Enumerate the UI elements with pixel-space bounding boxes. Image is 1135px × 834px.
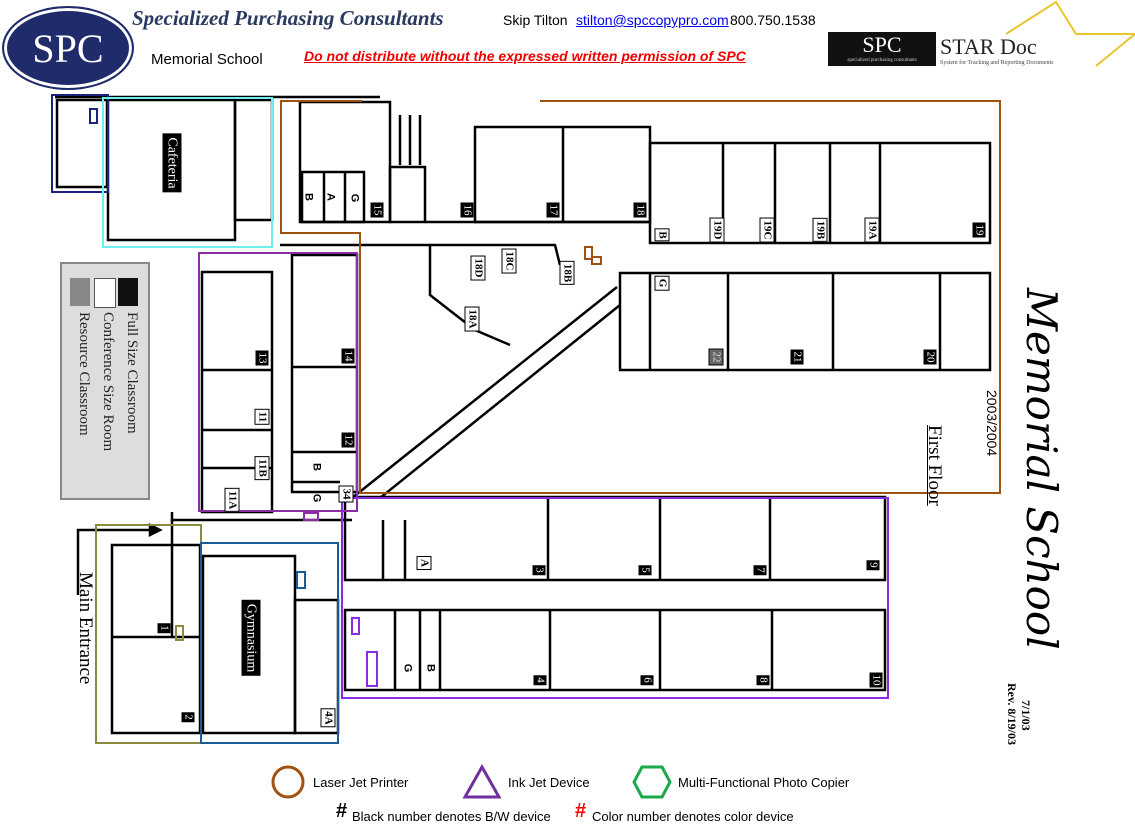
room-label: 11B (254, 456, 270, 480)
room-type-legend: Full Size Classroom Conference Size Room… (60, 262, 150, 500)
main-entrance-label: Main Entrance (75, 572, 96, 685)
legend-resource: Resource Classroom (76, 312, 92, 436)
phone-number: 800.750.1538 (730, 12, 816, 28)
laser-printer-circle-icon (271, 765, 305, 799)
plan-date: 7/1/03 (1019, 700, 1033, 731)
room-label: 11A (224, 487, 240, 513)
room-label: 6 (640, 675, 654, 685)
room-label: G (654, 275, 670, 291)
room-label: 18A (464, 306, 480, 332)
room-label: 18 (633, 202, 647, 218)
room-label: 18D (470, 255, 486, 281)
room-label: 7 (753, 565, 767, 575)
legend-full-size: Full Size Classroom (124, 312, 140, 434)
room-label: 16 (460, 202, 474, 218)
room-label: 10 (869, 672, 883, 688)
conference-swatch (94, 278, 116, 308)
star-outline-icon (1005, 0, 1135, 67)
plan-year: 2003/2004 (984, 390, 1000, 457)
room-label: B (302, 193, 315, 201)
room-label: 34 (338, 485, 354, 503)
room-label: 2 (181, 712, 195, 722)
school-name: Memorial School (151, 51, 263, 68)
room-label: 19D (709, 217, 725, 243)
room-label: G (348, 193, 361, 203)
legend-inkjet: Ink Jet Device (508, 775, 590, 790)
room-label: A (416, 556, 432, 570)
plan-revision: Rev. 8/19/03 (1005, 683, 1019, 745)
room-label: 19A (864, 217, 880, 243)
room-label: 18B (559, 260, 575, 286)
full-size-swatch (118, 278, 138, 306)
company-name: Specialized Purchasing Consultants (132, 6, 444, 30)
room-label: 11 (254, 408, 270, 426)
room-label: 12 (341, 432, 355, 448)
room-label: 5 (638, 565, 652, 575)
floor-label: First Floor (924, 425, 945, 506)
room-label: 4A (320, 708, 336, 728)
room-cafeteria: Cafeteria (162, 133, 182, 193)
legend-conference: Conference Size Room (100, 312, 116, 452)
room-label: G (401, 663, 414, 673)
room-label: A (324, 193, 337, 201)
legend-bw-note: Black number denotes B/W device (352, 809, 551, 824)
room-label: 18C (501, 248, 517, 274)
room-label: 4 (533, 675, 547, 685)
room-label: B (424, 664, 437, 672)
room-label: 19C (759, 217, 775, 243)
black-hash-icon: # (336, 800, 348, 822)
mfp-hexagon-icon (632, 765, 672, 799)
room-label: 19B (812, 217, 828, 243)
legend-mfp: Multi-Functional Photo Copier (678, 775, 850, 790)
inkjet-triangle-icon (462, 764, 502, 799)
distribution-warning: Do not distribute without the expressed … (304, 48, 746, 64)
contact-name: Skip Tilton (503, 12, 568, 28)
room-label: B (654, 228, 670, 242)
plan-title: Memorial School (1017, 288, 1066, 650)
room-label: B (310, 463, 323, 471)
room-gymnasium: Gymnasium (241, 599, 261, 677)
legend-color-note: Color number denotes color device (592, 809, 794, 824)
room-label: 22 (708, 348, 724, 366)
room-label: 14 (341, 348, 355, 364)
room-label: 19 (972, 222, 986, 238)
room-label: 1 (157, 623, 171, 633)
room-label: 21 (790, 349, 804, 365)
room-label: G (310, 493, 323, 503)
room-label: 3 (532, 565, 546, 575)
room-label: 9 (866, 560, 880, 570)
spc-logo: SPC (2, 6, 134, 90)
resource-swatch (70, 278, 90, 306)
room-label: 20 (923, 349, 937, 365)
red-hash-icon: # (575, 800, 587, 822)
email-link[interactable]: stilton@spccopypro.com (576, 12, 729, 28)
room-label: 15 (370, 202, 384, 218)
room-label: 17 (546, 202, 560, 218)
room-label: 13 (255, 350, 269, 366)
legend-laser: Laser Jet Printer (313, 775, 409, 790)
room-label: 8 (756, 675, 770, 685)
